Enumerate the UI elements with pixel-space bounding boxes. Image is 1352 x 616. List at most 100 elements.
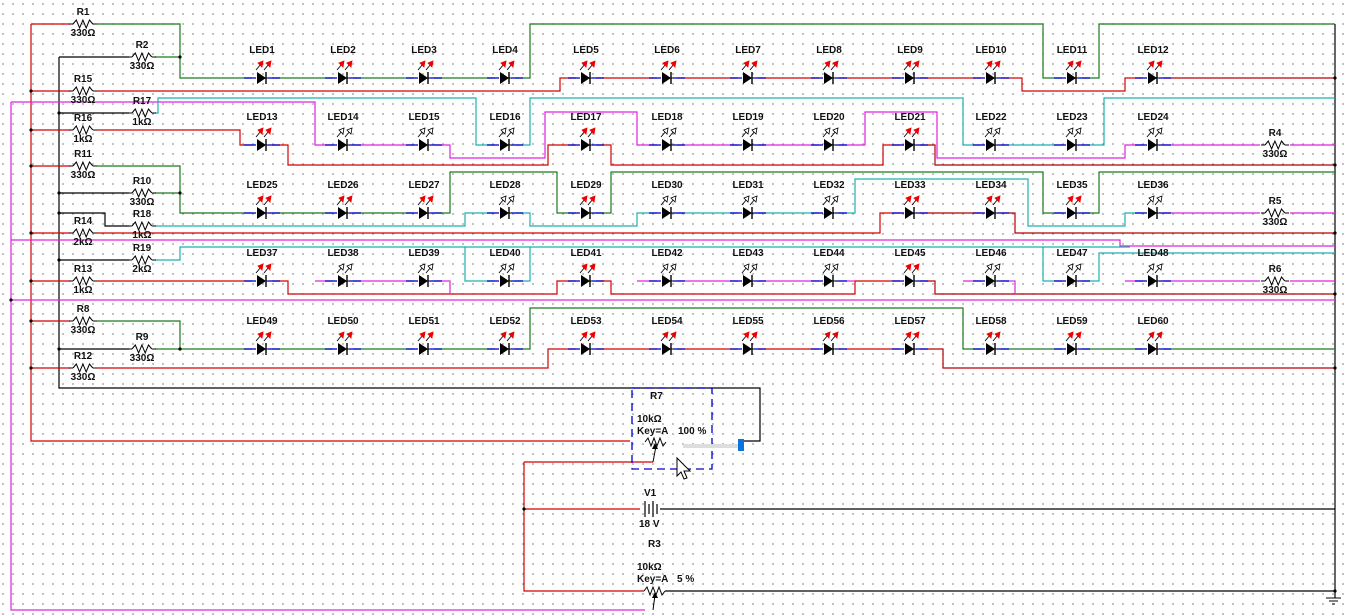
- led-8[interactable]: LED8: [811, 45, 847, 84]
- wire[interactable]: [464, 247, 495, 282]
- led-43[interactable]: LED43: [730, 248, 766, 287]
- wire[interactable]: [434, 111, 657, 159]
- led-11[interactable]: LED11: [1054, 45, 1090, 84]
- led-2[interactable]: LED2: [325, 45, 361, 84]
- led-5[interactable]: LED5: [568, 45, 604, 84]
- wire[interactable]: [515, 23, 1062, 79]
- wire[interactable]: [515, 97, 981, 146]
- led-49[interactable]: LED49: [244, 316, 280, 355]
- led-59[interactable]: LED59: [1054, 316, 1090, 355]
- led-24[interactable]: LED24: [1135, 112, 1171, 151]
- wire[interactable]: [97, 212, 900, 234]
- led-7[interactable]: LED7: [730, 45, 766, 84]
- wire[interactable]: [1001, 77, 1143, 92]
- led-9[interactable]: LED9: [892, 45, 928, 84]
- led-17[interactable]: LED17: [568, 112, 604, 151]
- led-60[interactable]: LED60: [1135, 316, 1171, 355]
- wire[interactable]: [272, 144, 576, 166]
- r7-slider-handle[interactable]: [738, 439, 744, 451]
- led-20[interactable]: LED20: [811, 112, 847, 151]
- r7-slider-track[interactable]: [683, 444, 738, 448]
- wire[interactable]: [596, 280, 900, 295]
- wire[interactable]: [1001, 280, 1016, 294]
- wire[interactable]: [920, 348, 1335, 369]
- potentiometer-r3[interactable]: R3 10kΩ Key=A 5 %: [637, 539, 694, 611]
- wire[interactable]: [97, 348, 576, 369]
- wire[interactable]: [434, 280, 451, 294]
- led-44[interactable]: LED44: [811, 248, 847, 287]
- wire-black-bus[interactable]: [58, 57, 761, 442]
- wire[interactable]: [59, 212, 129, 227]
- wire[interactable]: [97, 129, 252, 146]
- wire[interactable]: [839, 111, 1143, 159]
- wire[interactable]: [97, 165, 252, 214]
- led-42[interactable]: LED42: [649, 248, 685, 287]
- led-40[interactable]: LED40: [487, 248, 523, 287]
- wire[interactable]: [839, 178, 1143, 227]
- led-3[interactable]: LED3: [406, 45, 442, 84]
- led-23[interactable]: LED23: [1054, 112, 1090, 151]
- battery-v1[interactable]: V1 18 V: [639, 488, 660, 530]
- led-50[interactable]: LED50: [325, 316, 361, 355]
- led-48[interactable]: LED48: [1135, 248, 1171, 287]
- led-14[interactable]: LED14: [325, 112, 361, 151]
- led-4[interactable]: LED4: [487, 45, 523, 84]
- wire-red-bus[interactable]: [30, 24, 630, 442]
- led-32[interactable]: LED32: [811, 180, 847, 219]
- led-13[interactable]: LED13: [244, 112, 280, 151]
- led-16[interactable]: LED16: [487, 112, 523, 151]
- led-36[interactable]: LED36: [1135, 180, 1171, 219]
- led-22[interactable]: LED22: [973, 112, 1009, 151]
- wire[interactable]: [596, 144, 900, 166]
- led-21[interactable]: LED21: [892, 112, 928, 151]
- led-15[interactable]: LED15: [406, 112, 442, 151]
- wire[interactable]: [97, 23, 252, 79]
- led-30[interactable]: LED30: [649, 180, 685, 219]
- led-53[interactable]: LED53: [568, 316, 604, 355]
- led-57[interactable]: LED57: [892, 316, 928, 355]
- potentiometer-r7[interactable]: R7 10kΩ Key=A 100 %: [631, 387, 744, 470]
- wire-r3-feed[interactable]: [523, 462, 644, 592]
- led-37[interactable]: LED37: [244, 248, 280, 287]
- led-6[interactable]: LED6: [649, 45, 685, 84]
- led-51[interactable]: LED51: [406, 316, 442, 355]
- led-27[interactable]: LED27: [406, 180, 442, 219]
- led-56[interactable]: LED56: [811, 316, 847, 355]
- wire[interactable]: [11, 101, 333, 146]
- led-18[interactable]: LED18: [649, 112, 685, 151]
- wire[interactable]: [1082, 252, 1335, 282]
- wire[interactable]: [434, 171, 576, 214]
- led-47[interactable]: LED47: [1054, 248, 1090, 287]
- wire[interactable]: [272, 280, 576, 295]
- led-33[interactable]: LED33: [892, 180, 928, 219]
- wire-magenta-bus[interactable]: [10, 102, 645, 611]
- led-52[interactable]: LED52: [487, 316, 523, 355]
- wire[interactable]: [155, 246, 1130, 261]
- led-54[interactable]: LED54: [649, 316, 685, 355]
- led-26[interactable]: LED26: [325, 180, 361, 219]
- led-12[interactable]: LED12: [1135, 45, 1171, 84]
- led-39[interactable]: LED39: [406, 248, 442, 287]
- wire[interactable]: [515, 307, 981, 350]
- wire[interactable]: [97, 320, 252, 350]
- led-19[interactable]: LED19: [730, 112, 766, 151]
- led-35[interactable]: LED35: [1054, 180, 1090, 219]
- led-28[interactable]: LED28: [487, 180, 523, 219]
- led-45[interactable]: LED45: [892, 248, 928, 287]
- led-41[interactable]: LED41: [568, 248, 604, 287]
- led-10[interactable]: LED10: [973, 45, 1009, 84]
